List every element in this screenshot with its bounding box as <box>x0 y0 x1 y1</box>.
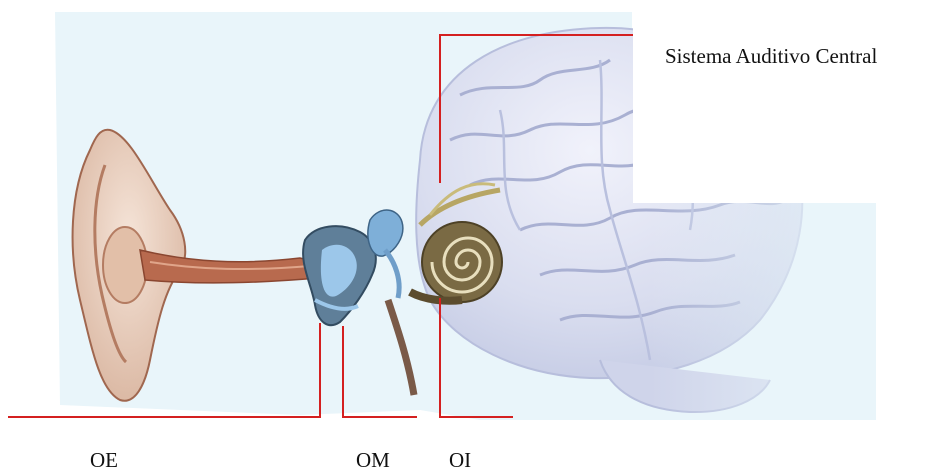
label-middle-ear: OM <box>356 450 390 471</box>
background-cutout <box>633 0 939 203</box>
label-outer-ear: OE <box>90 450 118 471</box>
label-central-auditory-system: Sistema Auditivo Central <box>665 46 877 67</box>
brain-fade <box>650 200 876 420</box>
label-inner-ear: OI <box>449 450 471 471</box>
